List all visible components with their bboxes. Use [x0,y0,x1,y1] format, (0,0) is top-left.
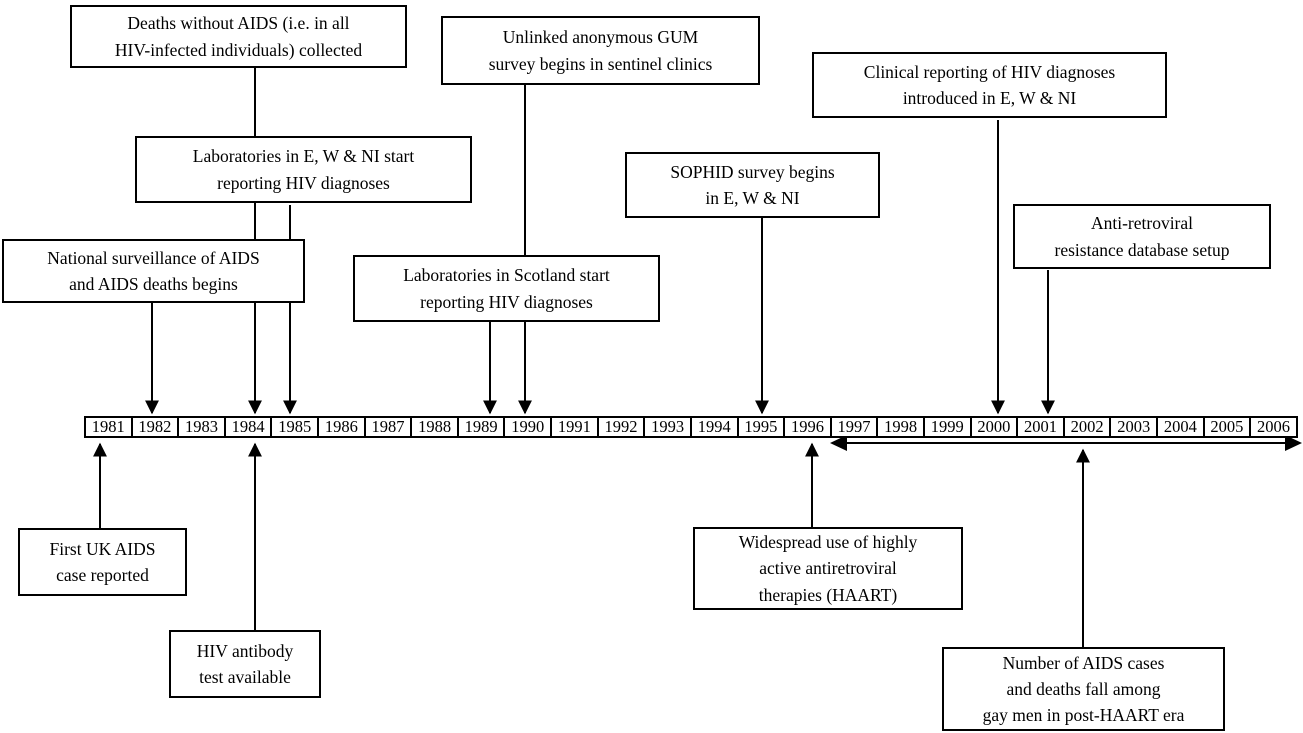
year-cell: 1983 [177,418,224,436]
year-cell: 1986 [317,418,364,436]
year-cell: 1996 [783,418,830,436]
timeline-bar: 1981 1982 1983 1984 1985 1986 1987 1988 … [84,416,1298,438]
event-label: Clinical reporting of HIV diagnoses intr… [863,61,1116,108]
event-label: Anti-retroviral resistance database setu… [1054,213,1230,260]
event-box-national-surveillance: National surveillance of AIDS and AIDS d… [2,239,305,303]
event-box-post-haart-fall: Number of AIDS cases and deaths fall amo… [942,647,1225,731]
year-cell: 1988 [410,418,457,436]
year-cell: 1981 [91,418,125,436]
event-label: First UK AIDS case reported [49,538,156,585]
event-box-gum-survey: Unlinked anonymous GUM survey begins in … [441,16,760,85]
event-label: HIV antibody test available [196,640,294,687]
year-cell: 2000 [969,418,1017,436]
year-cell: 1990 [503,418,550,436]
event-label: Widespread use of highly active antiretr… [738,532,918,605]
year-cell: 2005 [1202,418,1250,436]
year-cell: 1995 [736,418,784,436]
event-label: Laboratories in E, W & NI start reportin… [192,146,415,193]
year-cell: 1982 [130,418,178,436]
event-box-labs-scotland: Laboratories in Scotland start reporting… [353,255,660,322]
year-cell: 1999 [922,418,970,436]
year-cell: 2006 [1249,418,1296,436]
event-label: National surveillance of AIDS and AIDS d… [47,247,260,294]
event-label: SOPHID survey begins in E, W & NI [670,161,835,208]
year-cell: 2004 [1156,418,1203,436]
year-cell: 1985 [270,418,317,436]
event-box-sophid-survey: SOPHID survey begins in E, W & NI [625,152,880,218]
event-label: Number of AIDS cases and deaths fall amo… [982,652,1185,726]
year-cell: 1984 [223,418,271,436]
event-box-first-uk-aids: First UK AIDS case reported [18,528,187,596]
year-cell: 1992 [596,418,644,436]
year-cell: 1991 [550,418,597,436]
event-label: Unlinked anonymous GUM survey begins in … [488,27,713,74]
year-cell: 2003 [1109,418,1156,436]
event-box-haart-use: Widespread use of highly active antiretr… [693,527,963,610]
year-cell: 1993 [643,418,690,436]
year-cell: 1987 [363,418,411,436]
event-box-clinical-reporting: Clinical reporting of HIV diagnoses intr… [812,52,1167,118]
year-cell: 2002 [1062,418,1110,436]
event-box-arv-database: Anti-retroviral resistance database setu… [1013,204,1271,269]
post-haart-era-arrow [830,435,1302,451]
event-box-labs-ewni: Laboratories in E, W & NI start reportin… [135,136,472,203]
year-cell: 1997 [829,418,877,436]
year-cell: 2001 [1016,418,1063,436]
year-cell: 1994 [689,418,737,436]
event-box-deaths-collected: Deaths without AIDS (i.e. in all HIV-inf… [70,5,407,68]
event-box-hiv-antibody-test: HIV antibody test available [169,630,321,698]
year-cell: 1998 [876,418,923,436]
event-label: Deaths without AIDS (i.e. in all HIV-inf… [114,13,363,60]
event-label: Laboratories in Scotland start reporting… [403,265,610,312]
year-cell: 1989 [456,418,504,436]
